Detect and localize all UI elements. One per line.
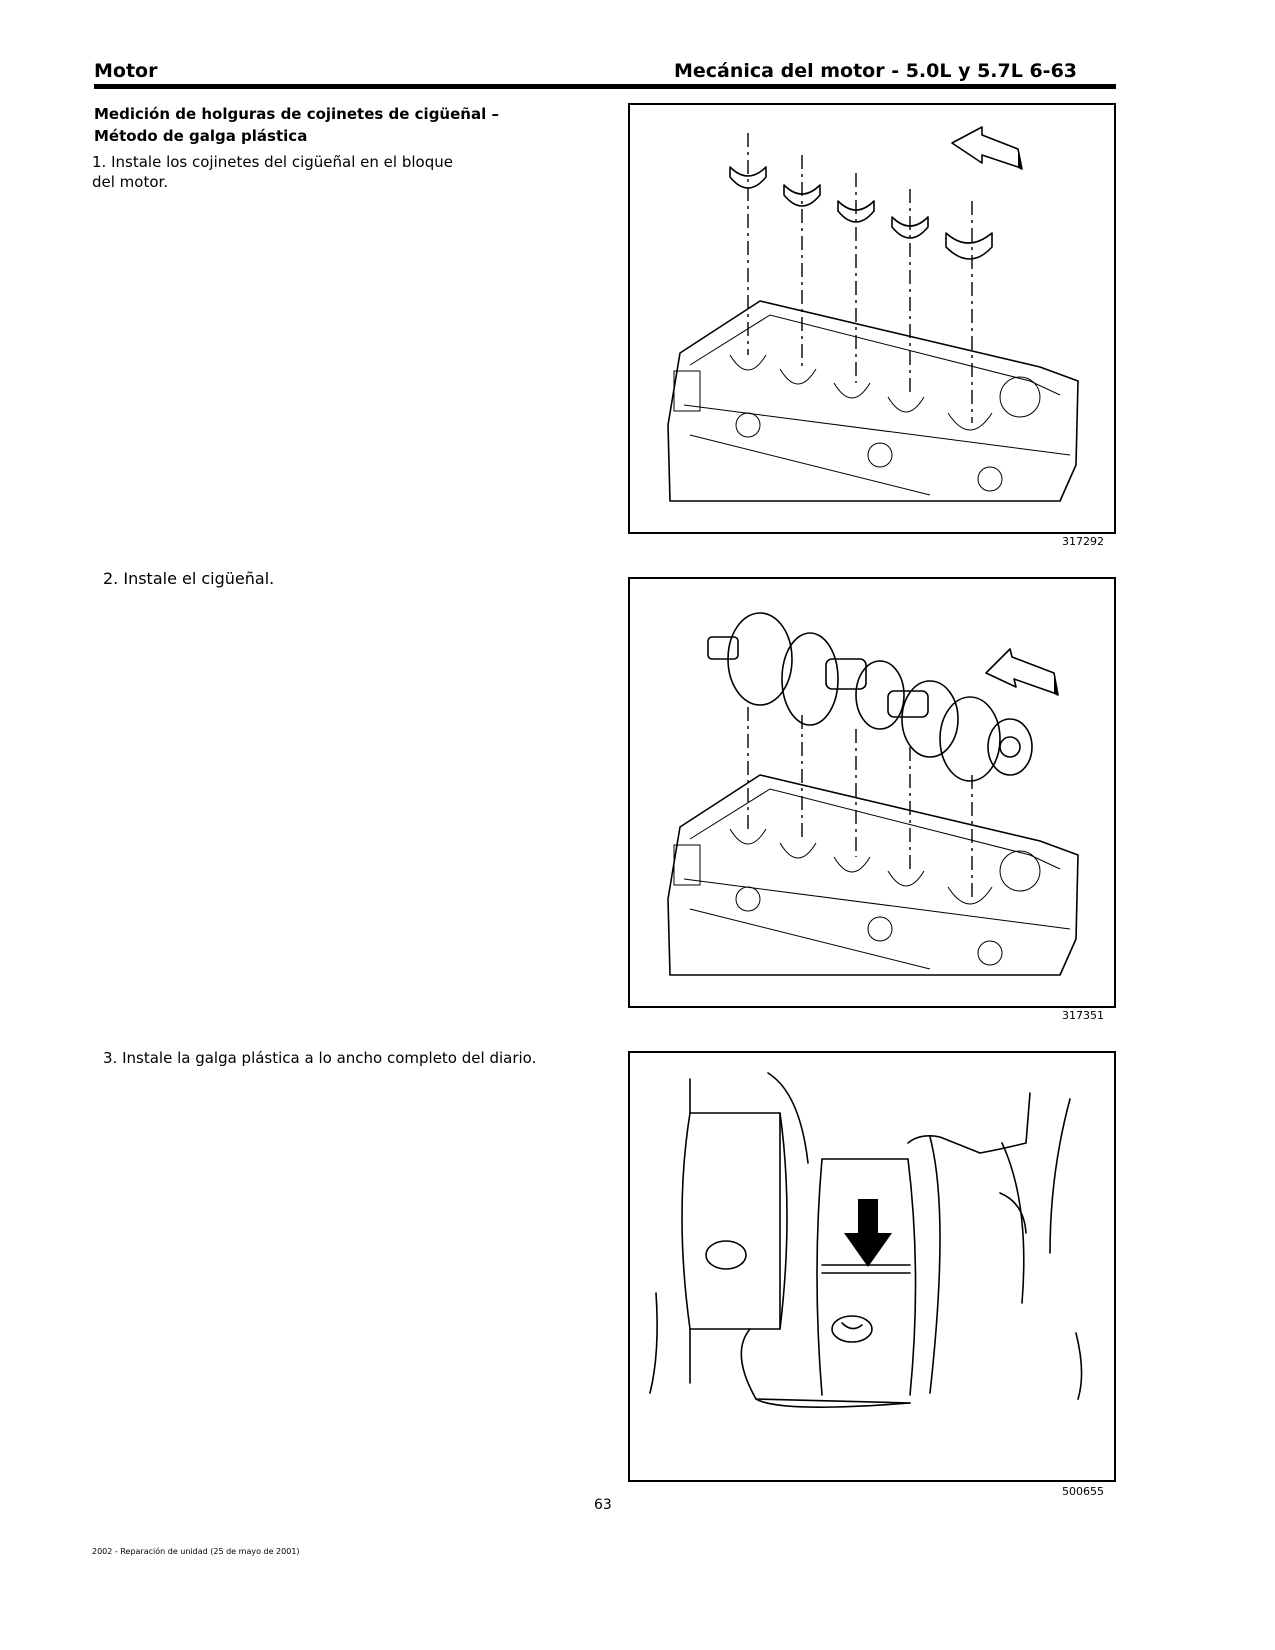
section-title-line2: Método de galga plástica bbox=[94, 127, 308, 145]
page-number: 63 bbox=[594, 1497, 612, 1513]
figure-2-illustration bbox=[667, 612, 1079, 976]
step-3: 3. Instale la galga plástica a lo ancho … bbox=[103, 1049, 537, 1067]
footer-note: 2002 - Reparación de unidad (25 de mayo … bbox=[92, 1547, 300, 1556]
figure-1-illustration bbox=[667, 126, 1079, 502]
section-title-line1: Medición de holguras de cojinetes de cig… bbox=[94, 105, 499, 123]
figure-3-illustration bbox=[649, 1072, 1083, 1408]
figure-1-number: 317292 bbox=[1062, 535, 1104, 548]
header-page-title: Mecánica del motor - 5.0L y 5.7L 6-63 bbox=[674, 60, 1078, 82]
step-2: 2. Instale el cigüeñal. bbox=[103, 569, 275, 588]
figure-2-crankshaft-install bbox=[628, 577, 1116, 1008]
figure-1-bearings-install bbox=[628, 103, 1116, 534]
section-title: Medición de holguras de cojinetes de cig… bbox=[94, 103, 564, 147]
figure-2-number: 317351 bbox=[1062, 1009, 1104, 1022]
header-section-name: Motor bbox=[94, 60, 158, 82]
figure-3-plastigage-install bbox=[628, 1051, 1116, 1482]
step-1: 1. Instale los cojinetes del cigüeñal en… bbox=[92, 152, 492, 192]
figure-3-number: 500655 bbox=[1062, 1485, 1104, 1498]
header-rule bbox=[94, 84, 1116, 89]
step-1-line2: del motor. bbox=[92, 173, 169, 191]
step-1-line1: 1. Instale los cojinetes del cigüeñal en… bbox=[92, 153, 453, 171]
